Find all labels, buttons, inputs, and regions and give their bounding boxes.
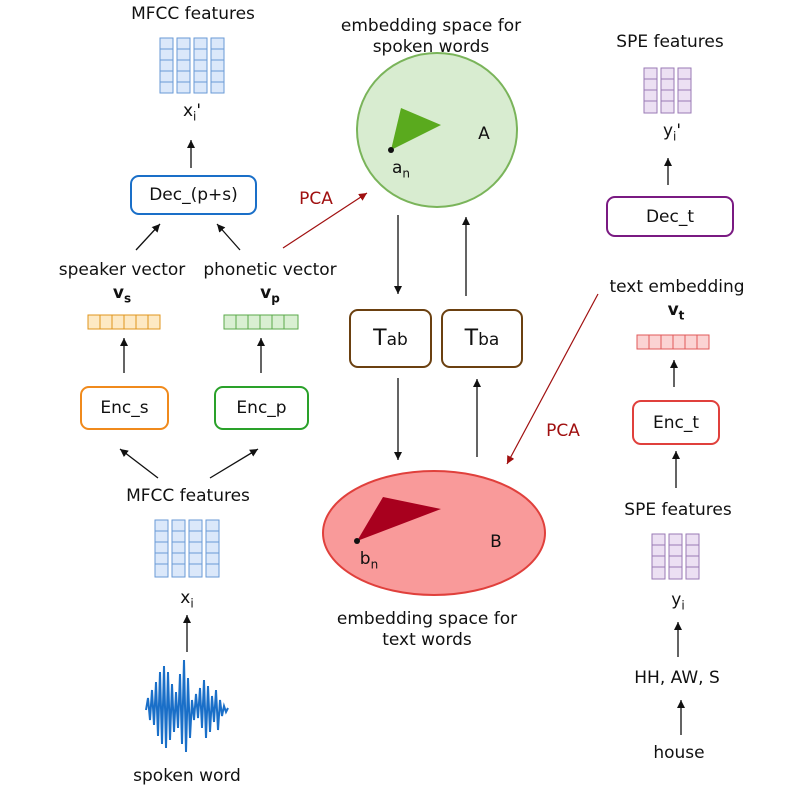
t-ba-label: Tba (464, 326, 500, 351)
mfcc-bottom-title: MFCC features (126, 486, 250, 506)
text-vector-cells (636, 334, 710, 350)
space-a-wedge (391, 108, 441, 150)
t-ab-box: Tab (349, 309, 432, 368)
a-label: A (478, 124, 490, 144)
pca-arrow-left (282, 192, 368, 249)
t-ab-label: Tab (373, 326, 408, 351)
spe-grid-bottom (651, 533, 700, 580)
dec-t-box: Dec_t (606, 196, 734, 237)
text-embedding-label: text embedding (609, 277, 745, 297)
enc-t-box: Enc_t (632, 400, 720, 445)
pca-right-label: PCA (546, 421, 580, 441)
t-ba-box: Tba (441, 309, 523, 368)
arrow-phonetic-to-dec (216, 223, 241, 251)
phonetic-vector-cells (223, 314, 299, 330)
spe-bottom-title: SPE features (624, 500, 732, 520)
x-prime-label: xi' (182, 101, 202, 124)
enc-s-box: Enc_s (80, 386, 169, 430)
arrow-speaker-to-dec (135, 223, 161, 251)
b-n-label: bn (359, 549, 379, 572)
space-b-wedge (357, 497, 441, 541)
pca-left-label: PCA (299, 189, 333, 209)
speaker-vector-cells (87, 314, 161, 330)
space-b-ellipse (322, 470, 546, 596)
space-b-title-line2: text words (382, 630, 472, 650)
phonetic-vector-label: phonetic vector (203, 260, 337, 280)
text-embedding-symbol: vt (667, 300, 685, 323)
space-a-ellipse (356, 52, 518, 208)
space-b-title-line1: embedding space for (336, 609, 518, 629)
arrow-mfcc-to-encp (209, 448, 259, 479)
b-n-point (354, 538, 360, 544)
speaker-vector-symbol: vs (112, 283, 132, 306)
x-i-label: xi (180, 588, 194, 611)
enc-p-box: Enc_p (214, 386, 309, 430)
space-a-title-line2: spoken words (372, 37, 490, 57)
mfcc-grid-top (159, 37, 225, 94)
spoken-word-label: spoken word (133, 766, 241, 786)
spe-grid-top (643, 67, 692, 114)
y-i-label: yi (671, 590, 685, 613)
space-a-title-line1: embedding space for (340, 16, 522, 36)
mfcc-grid-bottom (154, 519, 220, 578)
phonemes-label: HH, AW, S (634, 668, 720, 688)
y-prime-label: yi' (662, 121, 682, 144)
mfcc-top-title: MFCC features (131, 4, 255, 24)
dec-ps-box: Dec_(p+s) (130, 175, 257, 215)
speaker-vector-label: speaker vector (58, 260, 186, 280)
pca-arrow-right (506, 293, 599, 465)
word-label: house (653, 743, 705, 763)
b-label: B (490, 532, 502, 552)
phonetic-vector-symbol: vp (260, 283, 280, 306)
a-n-label: an (391, 158, 411, 181)
spe-top-title: SPE features (616, 32, 724, 52)
a-n-point (388, 147, 394, 153)
arrow-mfcc-to-encs (119, 448, 159, 479)
waveform (145, 659, 229, 753)
